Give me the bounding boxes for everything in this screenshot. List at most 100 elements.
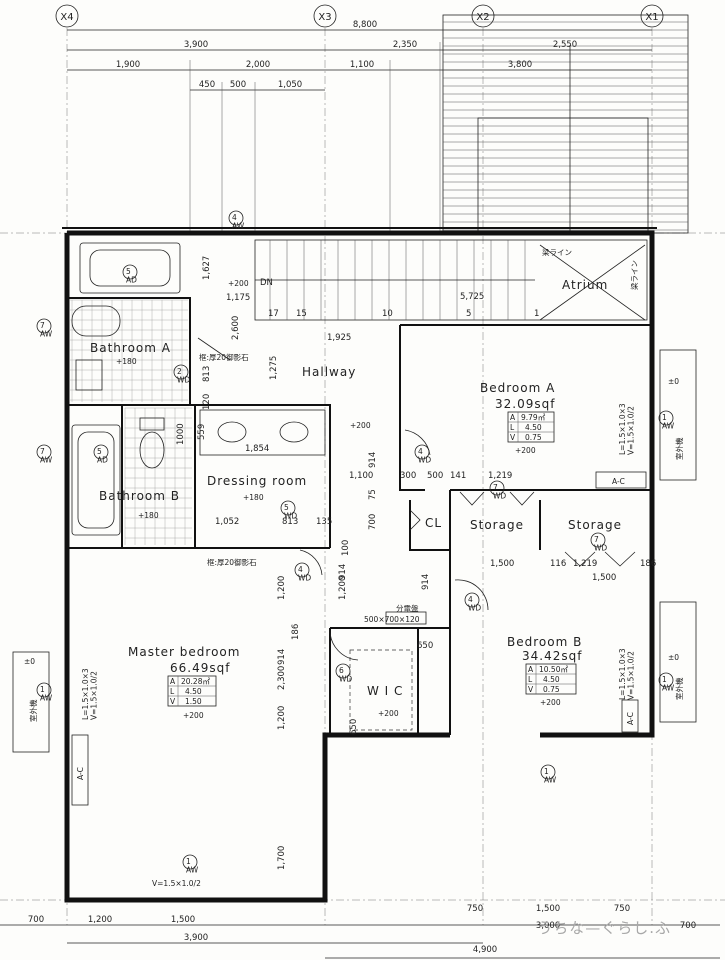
dim-120: 120 (202, 394, 212, 410)
master-tbl-a-val: 20.28㎡ (181, 677, 210, 686)
bedroom-b-ac: A-C (626, 712, 635, 725)
dim-1052: 1,052 (215, 517, 239, 527)
outdoor-unit-left-level: ±0 (24, 657, 35, 666)
bedroom-a-tbl-l-key: L (510, 423, 515, 432)
top-dimensions: 8,800 3,900 2,350 2,550 1,900 2,000 1,10… (67, 20, 652, 232)
dim-1854: 1,854 (245, 444, 269, 454)
dim-1200c: 1,200 (277, 706, 287, 730)
interior-walls (67, 297, 652, 735)
bedroom-b-tbl-a-key: A (528, 665, 534, 674)
dim-813b: 813 (282, 517, 298, 527)
room-dressing: Dressing room (207, 474, 307, 488)
room-bathroom-a: Bathroom A (90, 341, 171, 355)
master-level: +200 (183, 711, 204, 720)
dim-650a: 650 (417, 641, 433, 651)
dim-700: 700 (368, 514, 378, 530)
master-tbl-l-key: L (170, 687, 175, 696)
bedroom-b-level: +200 (540, 698, 561, 707)
dim-559: 559 (197, 424, 207, 440)
dim-1200a: 1,200 (277, 576, 287, 600)
master-ac: A-C (76, 767, 85, 780)
electric-panel: 分電盤 (396, 603, 419, 613)
dim-135: 135 (316, 517, 332, 527)
dim-2600: 2,600 (231, 316, 241, 340)
room-hallway: Hallway (302, 365, 356, 379)
atrium-beam-line-2: 梁ライン (630, 260, 639, 290)
dim-1000: 1000 (176, 423, 186, 445)
hallway-level: +200 (350, 421, 371, 430)
outdoor-unit-right-top: 室外機 (674, 437, 684, 460)
dim-116: 116 (550, 559, 566, 569)
bottom-dim-750-left: 750 (467, 904, 483, 914)
bedroom-a-tbl-a-key: A (510, 413, 516, 422)
room-storage-1: Storage (470, 518, 524, 532)
bedroom-a-ac: A-C (612, 477, 625, 486)
bedroom-a-tbl-v-key: V (510, 433, 516, 442)
atrium-beam-line-1: 梁ライン (542, 248, 572, 257)
staircase: 17 15 10 5 1 5,725 1,175 1,627 1,925 DN … (202, 239, 648, 343)
bedroom-b-tbl-l-val: 4.50 (543, 675, 560, 684)
dim-1275: 1,275 (269, 356, 279, 380)
bedroom-b-tbl-l-key: L (528, 675, 533, 684)
sill-note-2: 框:厚20御影石 (207, 557, 257, 567)
master-window-bottom: V=1.5×1.0/2 (152, 879, 201, 888)
stair-width-1925: 1,925 (327, 333, 351, 343)
bedroom-b: Bedroom B 34.42sqf A 10.50㎡ L 4.50 V 0.7… (507, 635, 639, 733)
dim-1219a: 1,219 (488, 471, 512, 481)
master-tbl-v-val: 1.50 (185, 697, 202, 706)
sill-note-1: 框:厚20御影石 (199, 352, 249, 362)
bottom-dim-3900: 3,900 (184, 933, 208, 943)
bottom-dim-1500-left: 1,500 (171, 915, 195, 925)
bottom-dim-700-left: 700 (28, 915, 44, 925)
dim-914b: 914 (277, 649, 287, 665)
dim-1700: 1,700 (277, 846, 287, 870)
interior-dimensions: 2,600 1,275 813 1,854 1,100 914 75 700 1… (176, 316, 656, 870)
outdoor-unit-right-top-level: ±0 (668, 377, 679, 386)
bedroom-a-area: 32.09sqf (495, 397, 555, 411)
bedroom-b-tbl-v-val: 0.75 (543, 685, 560, 694)
bedroom-b-tbl-a-val: 10.50㎡ (539, 665, 568, 674)
stair-step-1: 1 (534, 309, 539, 319)
exterior-walls (62, 227, 657, 903)
master-bedroom: Master bedroom 66.49sqf A 20.28㎡ L 4.50 … (71, 645, 239, 888)
electric-panel-size: 500×700×120 (364, 615, 420, 624)
axis-x1: X1 (645, 12, 658, 23)
bath-b-level: +180 (138, 511, 159, 520)
dim-2550: 2,550 (553, 40, 577, 50)
bottom-dimensions: 700 1,200 1,500 750 1,500 750 700 3,900 … (0, 904, 720, 959)
door-swings (197, 337, 636, 731)
dim-141: 141 (450, 471, 466, 481)
bath-a-level: +180 (116, 357, 137, 366)
bathroom-a: Bathroom A +180 (70, 242, 188, 402)
dim-1500a: 1,500 (490, 559, 514, 569)
dim-500: 500 (427, 471, 443, 481)
dim-3900-top: 3,900 (184, 40, 208, 50)
bedroom-a-tbl-a-val: 9.79㎡ (521, 413, 546, 422)
stair-length: 5,725 (460, 292, 484, 302)
watermark: うちな—ぐらし.ふ (537, 919, 671, 937)
bedroom-a-name: Bedroom A (480, 381, 555, 395)
dim-2350: 2,350 (393, 40, 417, 50)
stair-width-1627: 1,627 (202, 256, 212, 280)
bedroom-b-name: Bedroom B (507, 635, 582, 649)
outdoor-unit-right-bottom-level: ±0 (668, 653, 679, 662)
master-window: L=1.5×1.0×3V=1.5×1.0/2 (81, 668, 98, 720)
bedroom-a-tbl-l-val: 4.50 (525, 423, 542, 432)
dim-100: 100 (341, 540, 351, 556)
stair-level: +200 (228, 279, 249, 288)
storage-zone: CL Storage Storage (425, 516, 621, 532)
stair-step-10: 10 (382, 309, 393, 319)
stair-step-15: 15 (296, 309, 307, 319)
